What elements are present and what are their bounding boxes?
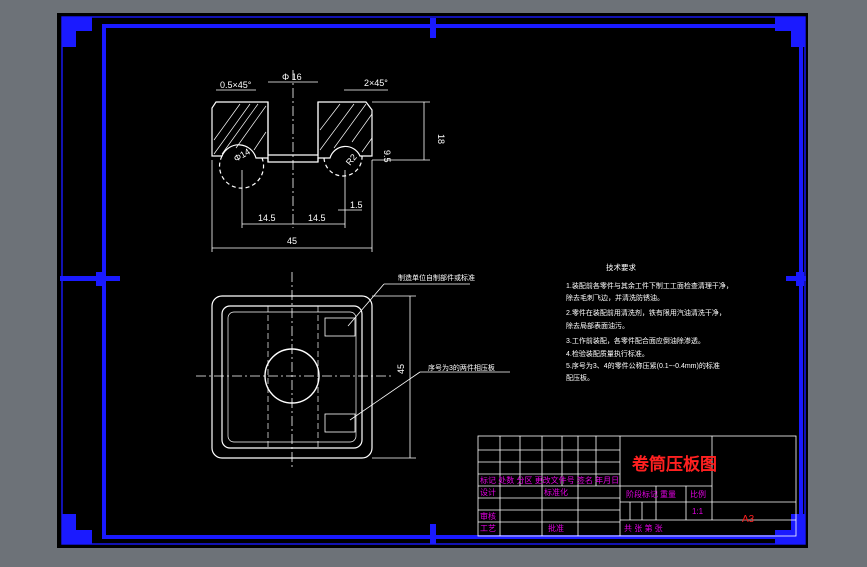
note-bottom: 序号为3的两件相压板 [428,363,495,372]
frame-corner-marks [60,17,806,544]
title-block-text: 卷筒压板图 标记 处数 分区 更改文件号 签名 年月日 设计 审核 工艺 标准化… [480,454,755,533]
tech-req-heading: 技术要求 [606,262,636,272]
designer-label: 设计 [480,487,496,497]
weight-label: 重量 [660,489,676,499]
drawing-title: 卷筒压板图 [631,454,717,474]
dim-chamfer-right: 2×45° [364,78,388,88]
sheet-count: 共 张 第 张 [624,523,663,533]
tech-req-line: 除去局部表面油污。 [566,321,629,330]
note-top: 制造单位自制部件或标准 [398,273,475,282]
dim-half-height: 9.5 [382,150,392,163]
revision-header: 标记 处数 分区 更改文件号 签名 年月日 [480,475,619,485]
top-view-annotations: 制造单位自制部件或标准 序号为3的两件相压板 45 [396,273,495,374]
dim-small: 1.5 [350,200,363,210]
dim-offset-left: 14.5 [258,213,276,223]
process-label: 工艺 [480,524,496,533]
tech-req-line: 5.序号为3、4的零件公称压紧(0.1~-0.4mm)的标准 [566,361,720,370]
dim-height: 18 [436,134,446,144]
technical-requirements: 技术要求 1.装配前各零件与其余工件下制工工面检查清理干净， 除去毛刺飞边，并清… [566,262,733,382]
front-view-dimensions: 0.5×45° Φ 16 2×45° 18 9.5 Φ14 R2 14.5 14… [220,72,446,246]
tech-req-line: 配压板。 [566,373,594,382]
tech-req-line: 1.装配前各零件与其余工件下制工工面检查清理干净， [566,281,733,290]
reviewer-label: 审核 [480,511,496,521]
tech-req-line: 除去毛刺飞边，并清洗防锈油。 [566,293,664,302]
stage-mark-label: 阶段标记 [626,489,658,499]
title-block-grid [477,435,797,537]
tech-req-line: 4.检验装配质量执行标准。 [566,349,649,358]
dim-bore: Φ 16 [282,72,302,82]
front-section-view [211,70,430,252]
standardization-label: 标准化 [544,487,568,497]
dim-side: 45 [396,364,406,374]
tech-req-line: 2.零件在装配前用清洗剂，铁有限用汽油清洗干净， [566,308,726,317]
scale-label: 比例 [690,489,706,499]
approve-label: 批准 [548,523,564,533]
dim-chamfer-left: 0.5×45° [220,80,252,90]
scale-value: 1:1 [692,507,704,516]
dim-offset-right: 14.5 [308,213,326,223]
sheet-size: A3 [742,514,755,525]
model-space [57,13,808,548]
dim-width: 45 [287,236,297,246]
tech-req-line: 3.工作前装配，各零件配合面应倒油除渗透。 [566,336,705,345]
top-view [196,272,510,468]
